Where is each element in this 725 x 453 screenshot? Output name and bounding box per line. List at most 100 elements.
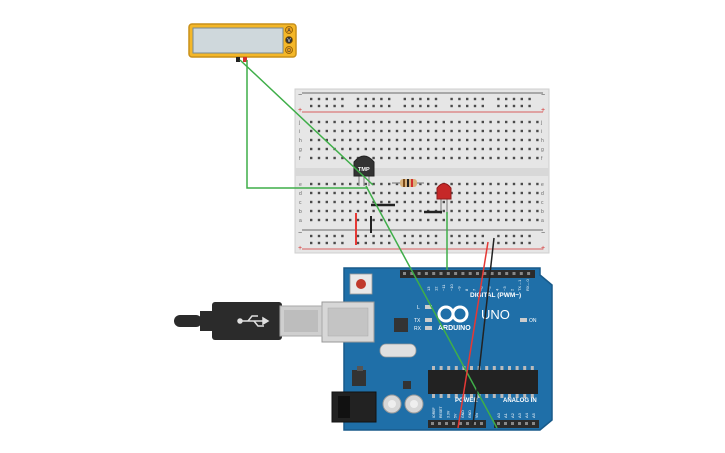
breadboard-hole[interactable]: [505, 97, 508, 101]
breadboard-hole[interactable]: [528, 97, 531, 101]
breadboard-hole[interactable]: [442, 156, 445, 160]
breadboard-hole[interactable]: [403, 138, 406, 142]
breadboard-hole[interactable]: [466, 120, 469, 124]
breadboard-hole[interactable]: [512, 200, 516, 204]
header-pin[interactable]: [438, 422, 441, 425]
breadboard-hole[interactable]: [536, 182, 539, 186]
breadboard-hole[interactable]: [489, 191, 492, 195]
breadboard-hole[interactable]: [325, 104, 328, 108]
breadboard-hole[interactable]: [505, 200, 508, 204]
breadboard-hole[interactable]: [411, 209, 414, 213]
breadboard-hole[interactable]: [349, 182, 352, 186]
breadboard-hole[interactable]: [325, 209, 328, 213]
breadboard-hole[interactable]: [372, 147, 375, 151]
breadboard-hole[interactable]: [317, 218, 321, 222]
breadboard-hole[interactable]: [528, 234, 531, 238]
breadboard-hole[interactable]: [419, 241, 422, 245]
breadboard-hole[interactable]: [341, 104, 344, 108]
breadboard-hole[interactable]: [520, 209, 523, 213]
breadboard-hole[interactable]: [341, 209, 344, 213]
breadboard-hole[interactable]: [341, 200, 344, 204]
breadboard-hole[interactable]: [434, 120, 438, 124]
breadboard-hole[interactable]: [528, 200, 531, 204]
breadboard-hole[interactable]: [505, 209, 508, 213]
header-pin[interactable]: [445, 422, 448, 425]
breadboard-hole[interactable]: [349, 147, 352, 151]
breadboard-hole[interactable]: [411, 218, 414, 222]
wire-gnd[interactable]: [472, 237, 495, 426]
breadboard-hole[interactable]: [388, 138, 391, 142]
breadboard-hole[interactable]: [388, 218, 391, 222]
breadboard-hole[interactable]: [395, 182, 399, 186]
breadboard-hole[interactable]: [372, 182, 375, 186]
breadboard-hole[interactable]: [333, 120, 336, 124]
breadboard-hole[interactable]: [497, 104, 500, 108]
breadboard-hole[interactable]: [466, 156, 469, 160]
breadboard-hole[interactable]: [341, 218, 344, 222]
breadboard-hole[interactable]: [364, 138, 367, 142]
breadboard-hole[interactable]: [528, 209, 531, 213]
breadboard-hole[interactable]: [497, 218, 500, 222]
breadboard-hole[interactable]: [528, 104, 531, 108]
header-pin[interactable]: [446, 272, 450, 275]
breadboard-hole[interactable]: [481, 120, 484, 124]
breadboard-hole[interactable]: [427, 129, 430, 133]
breadboard-hole[interactable]: [380, 209, 383, 213]
breadboard-hole[interactable]: [458, 241, 461, 245]
breadboard-hole[interactable]: [442, 147, 445, 151]
breadboard-hole[interactable]: [473, 147, 477, 151]
breadboard[interactable]: − + − + − + − + j i h g f e d c b a j i …: [294, 88, 550, 254]
breadboard-hole[interactable]: [356, 191, 360, 195]
header-pin[interactable]: [417, 272, 421, 275]
breadboard-hole[interactable]: [536, 156, 539, 160]
breadboard-hole[interactable]: [481, 97, 484, 101]
breadboard-hole[interactable]: [497, 97, 500, 101]
breadboard-hole[interactable]: [512, 129, 516, 133]
breadboard-hole[interactable]: [356, 182, 360, 186]
breadboard-hole[interactable]: [481, 147, 484, 151]
breadboard-hole[interactable]: [427, 200, 430, 204]
breadboard-hole[interactable]: [473, 120, 477, 124]
breadboard-hole[interactable]: [466, 191, 469, 195]
breadboard-hole[interactable]: [419, 182, 422, 186]
breadboard-hole[interactable]: [466, 218, 469, 222]
breadboard-hole[interactable]: [520, 129, 523, 133]
header-pin[interactable]: [459, 422, 462, 425]
breadboard-hole[interactable]: [466, 129, 469, 133]
breadboard-hole[interactable]: [364, 104, 367, 108]
breadboard-hole[interactable]: [341, 234, 344, 238]
multimeter-probe-red[interactable]: [243, 57, 247, 62]
breadboard-hole[interactable]: [380, 241, 383, 245]
breadboard-hole[interactable]: [497, 241, 500, 245]
breadboard-hole[interactable]: [450, 104, 453, 108]
reset-button[interactable]: [349, 273, 373, 295]
breadboard-hole[interactable]: [434, 147, 438, 151]
breadboard-hole[interactable]: [528, 156, 531, 160]
breadboard-hole[interactable]: [481, 156, 484, 160]
breadboard-hole[interactable]: [489, 147, 492, 151]
breadboard-hole[interactable]: [505, 138, 508, 142]
breadboard-hole[interactable]: [372, 120, 375, 124]
breadboard-hole[interactable]: [427, 97, 430, 101]
breadboard-hole[interactable]: [325, 97, 328, 101]
breadboard-hole[interactable]: [466, 97, 469, 101]
breadboard-hole[interactable]: [317, 97, 321, 101]
breadboard-hole[interactable]: [356, 234, 360, 238]
breadboard-hole[interactable]: [434, 234, 438, 238]
breadboard-hole[interactable]: [403, 156, 406, 160]
breadboard-hole[interactable]: [427, 156, 430, 160]
breadboard-hole[interactable]: [512, 156, 516, 160]
breadboard-hole[interactable]: [419, 191, 422, 195]
header-pin[interactable]: [504, 422, 507, 425]
breadboard-hole[interactable]: [505, 156, 508, 160]
breadboard-hole[interactable]: [349, 138, 352, 142]
breadboard-hole[interactable]: [317, 182, 321, 186]
breadboard-hole[interactable]: [356, 138, 360, 142]
breadboard-hole[interactable]: [333, 97, 336, 101]
header-pin[interactable]: [461, 272, 465, 275]
multimeter-mode-ohm[interactable]: Ω: [285, 46, 293, 55]
breadboard-hole[interactable]: [325, 191, 328, 195]
breadboard-hole[interactable]: [434, 218, 438, 222]
breadboard-hole[interactable]: [419, 120, 422, 124]
